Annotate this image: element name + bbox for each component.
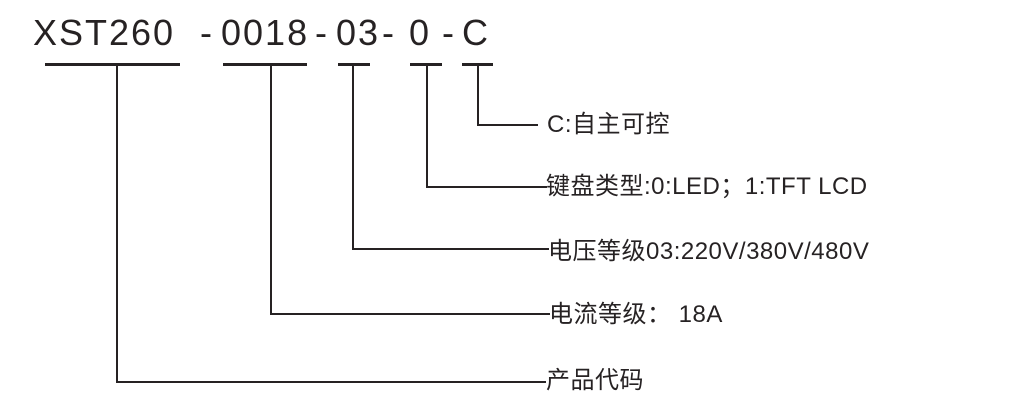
code-segment-keyboard: 0 (409, 12, 432, 53)
code-separator: - (200, 12, 214, 53)
code-segment-current: 0018 (221, 12, 310, 53)
code-segment-voltage: 03 (336, 12, 381, 53)
connector-controllable-horizontal (477, 124, 538, 126)
underline-product-segment (45, 63, 180, 66)
underline-keyboard-segment (410, 63, 442, 66)
connector-current-class-horizontal (270, 313, 550, 315)
underline-current-segment (223, 63, 307, 66)
underline-controllable-segment (462, 63, 493, 66)
underline-voltage-segment (338, 63, 370, 66)
label-controllable: C:自主可控 (547, 111, 670, 138)
code-separator: - (442, 12, 456, 53)
connector-voltage-class-vertical (352, 66, 354, 250)
code-separator: - (382, 12, 396, 53)
code-segment-controllable: C (462, 12, 490, 53)
code-segment-product: XST260 (33, 12, 176, 53)
connector-controllable-vertical (477, 66, 479, 126)
connector-keyboard-type-vertical (426, 66, 428, 188)
label-current-class: 电流等级： 18A (549, 301, 723, 328)
connector-product-code-horizontal (116, 381, 546, 383)
label-keyboard-type: 键盘类型:0:LED；1:TFT LCD (546, 173, 868, 200)
code-separator: - (315, 12, 329, 53)
connector-keyboard-type-horizontal (426, 186, 547, 188)
connector-product-code-vertical (116, 66, 118, 383)
connector-voltage-class-horizontal (352, 248, 549, 250)
connector-current-class-vertical (270, 66, 272, 315)
label-voltage-class: 电压等级03:220V/380V/480V (548, 238, 870, 265)
label-product-code: 产品代码 (546, 367, 644, 394)
